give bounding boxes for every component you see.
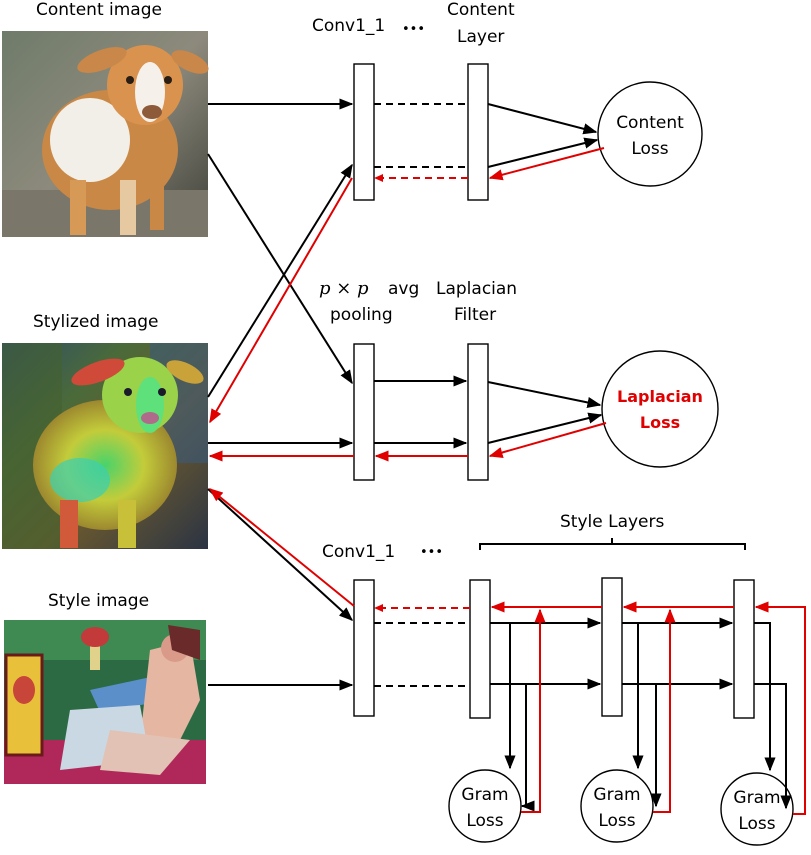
- stylized-image-label: Stylized image: [33, 312, 159, 332]
- arrow-gram3-back: [754, 601, 806, 815]
- pooling-math-label: p × p: [319, 278, 369, 299]
- arrow-lap-to-loss-1: [487, 381, 602, 408]
- laplacian-filter-label-2: Filter: [454, 305, 496, 325]
- ellipsis-top: •••: [402, 22, 425, 37]
- arrow-conv-top-back: [209, 177, 353, 424]
- gram-loss-node-1: [448, 769, 522, 843]
- style-layers-label: Style Layers: [560, 512, 665, 532]
- arrow-content-to-pooling: [207, 153, 353, 385]
- content-layer-label-1: Content: [447, 0, 515, 20]
- dashed-top-red-head: [374, 174, 383, 182]
- stylized-image: [2, 343, 208, 549]
- style-image: [4, 620, 206, 784]
- arrow-stylized-to-conv-top: [207, 163, 353, 398]
- style-image-label: Style image: [48, 591, 149, 611]
- dashed-bottom-red-head: [374, 604, 383, 612]
- arrow-s1-to-gram1-b: [490, 683, 535, 812]
- arrow-content-layer-to-loss-1: [487, 103, 598, 135]
- content-layer: [467, 63, 489, 201]
- content-layer-label-2: Layer: [457, 27, 504, 47]
- pooling-avg-label: avg: [388, 279, 419, 299]
- content-loss-text-1: Content: [616, 113, 684, 133]
- conv-layer-top: [353, 63, 375, 201]
- gram-loss-1-text-2: Loss: [466, 811, 503, 831]
- arrow-s3-to-gram3-a: [754, 622, 776, 772]
- content-loss-node: [597, 81, 703, 187]
- laplacian-loss-text-1: Laplacian: [617, 387, 703, 406]
- pooling-label: pooling: [330, 305, 393, 325]
- style-layer-3: [733, 579, 755, 719]
- ellipsis-bottom: •••: [420, 545, 443, 560]
- conv1-1-top-label: Conv1_1: [312, 16, 385, 36]
- laplacian-filter-layer: [467, 343, 489, 481]
- arrow-conv-bottom-back: [208, 488, 355, 607]
- content-image: [2, 31, 209, 237]
- arrow-content-loss-back: [488, 147, 605, 181]
- laplacian-filter-label-1: Laplacian: [436, 279, 517, 299]
- style-layer-2: [601, 577, 623, 717]
- arrow-gram2-back: [653, 608, 676, 813]
- arrow-stylized-to-conv-bottom: [207, 488, 354, 621]
- avg-pooling-layer: [353, 343, 375, 481]
- gram-loss-3-text-2: Loss: [738, 814, 775, 834]
- content-loss-text-2: Loss: [631, 139, 668, 159]
- gram-loss-2-text-1: Gram: [593, 785, 640, 805]
- gram-loss-2-text-2: Loss: [598, 811, 635, 831]
- gram-loss-3-text-1: Gram: [733, 788, 780, 808]
- laplacian-loss-text-2: Loss: [640, 413, 680, 432]
- gram-loss-node-2: [580, 769, 654, 843]
- arrow-s2-to-gram2-a: [622, 622, 644, 770]
- arrow-s2-to-gram2-b: [622, 683, 662, 808]
- conv1-1-bottom-label: Conv1_1: [322, 542, 395, 562]
- arrow-s1-to-gram1-a: [490, 622, 516, 770]
- arrow-laplacian-loss-back: [488, 422, 607, 458]
- style-layer-1: [469, 579, 491, 719]
- arrow-s3-to-gram3-b: [754, 683, 792, 810]
- arrow-content-layer-to-loss-2: [487, 137, 599, 168]
- content-image-label: Content image: [36, 0, 162, 20]
- style-layers-bracket: [479, 538, 746, 550]
- arrow-gram1-back: [521, 608, 546, 813]
- arrow-lap-to-loss-2: [487, 412, 603, 444]
- conv-layer-bottom: [353, 579, 375, 717]
- gram-loss-node-3: [720, 772, 794, 846]
- laplacian-loss-node: [601, 350, 719, 468]
- gram-loss-1-text-1: Gram: [461, 785, 508, 805]
